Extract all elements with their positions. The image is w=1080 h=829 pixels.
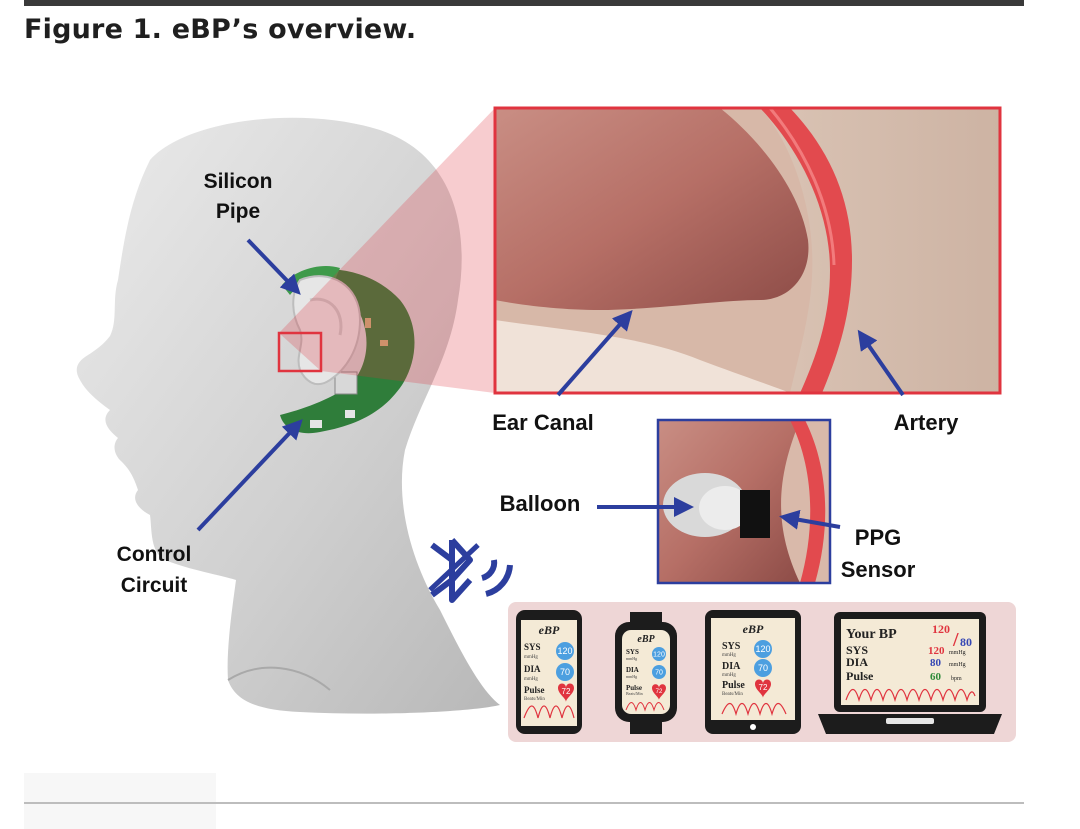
tablet-dia-value: 70 <box>758 663 768 673</box>
balloon-ppg-inset <box>656 418 832 585</box>
artery-label: Artery <box>894 410 960 435</box>
tablet-sys-unit: mmHg <box>722 653 736 658</box>
laptop-device: Your BP 120 / 80 SYS 120 mmHg DIA 80 mmH… <box>818 612 1002 734</box>
zoom-projection <box>279 108 495 393</box>
watch-dia-label: DIA <box>626 666 639 674</box>
silicon-label-line1: Silicon <box>204 170 273 193</box>
laptop-bp-dia: 80 <box>960 635 972 649</box>
phone-dia-badge <box>556 663 574 681</box>
watch-device: eBP SYS mmHg 120 DIA mmHg 70 Pulse Beats… <box>615 612 677 734</box>
phone-pulse-unit: Beats/Min <box>524 697 545 702</box>
silicon-label-line2: Pipe <box>216 200 260 223</box>
balloon-label: Balloon <box>500 491 581 516</box>
control-label-line2: Circuit <box>121 574 188 597</box>
ppg-label-line1: PPG <box>855 525 901 550</box>
ear-canal-highlight <box>277 331 323 373</box>
watch-dia-value: 70 <box>655 670 663 677</box>
phone-dia-unit: mmHg <box>524 677 538 682</box>
laptop-sys-unit: mmHg <box>949 650 966 656</box>
ear-canal-zoom-image <box>493 106 1002 395</box>
watch-sys-value: 120 <box>653 652 665 659</box>
watch-pulse-unit: Beats/Min <box>626 691 643 696</box>
watch-pulse-label: Pulse <box>626 684 642 692</box>
laptop-pulse-label: Pulse <box>846 669 874 683</box>
ear <box>292 275 362 386</box>
tablet-pulse-label: Pulse <box>722 680 745 691</box>
ppg-label-line2: Sensor <box>841 557 916 582</box>
laptop-dia-value: 80 <box>930 657 942 669</box>
tablet-pulse-value: 72 <box>759 683 768 692</box>
laptop-sys-value: 120 <box>928 645 945 657</box>
artery-arrow <box>857 329 905 397</box>
tablet-app-name: eBP <box>743 622 764 636</box>
laptop-pulse-unit: bpm <box>951 676 962 682</box>
watch-sys-label: SYS <box>626 648 639 656</box>
tablet-device: eBP SYS mmHg 120 DIA mmHg 70 Pulse Beats… <box>705 610 801 734</box>
phone-dia-value: 70 <box>560 667 570 677</box>
ppg-sensor-arrow <box>779 509 841 530</box>
phone-dia-label: DIA <box>524 664 541 674</box>
tablet-heart-icon <box>755 679 771 698</box>
tablet-sys-label: SYS <box>722 641 741 652</box>
phone-sys-badge <box>556 642 574 660</box>
tablet-dia-unit: mmHg <box>722 673 736 678</box>
title-rule <box>24 0 1024 6</box>
bluetooth-icon <box>428 537 513 603</box>
phone-sys-value: 120 <box>557 646 572 656</box>
phone-heart-icon <box>558 683 574 702</box>
laptop-pulse-value: 60 <box>930 671 942 683</box>
phone-sys-unit: mmHg <box>524 655 538 660</box>
silicon-pipe-arrow <box>246 238 301 295</box>
tablet-dia-label: DIA <box>722 661 741 672</box>
tablet-sys-value: 120 <box>755 644 770 654</box>
laptop-dia-unit: mmHg <box>949 662 966 668</box>
watch-pulse-value: 72 <box>656 689 663 695</box>
control-circuit-arrow <box>196 419 303 532</box>
bottom-rule <box>24 802 1024 804</box>
watch-sys-unit: mmHg <box>626 656 637 661</box>
watch-dia-unit: mmHg <box>626 674 637 679</box>
laptop-pulse-wave <box>845 688 976 703</box>
tablet-pulse-unit: Beats/Min <box>722 692 743 697</box>
control-label-line1: Control <box>117 543 192 566</box>
watch-heart-icon <box>652 684 666 700</box>
figure-title: Figure 1. eBP’s overview. <box>24 14 417 45</box>
phone-device: eBP SYS mmHg 120 DIA mmHg 70 Pulse Beats… <box>516 610 582 734</box>
phone-sys-label: SYS <box>524 642 541 652</box>
ear-canal-label: Ear Canal <box>492 410 594 435</box>
blank-region <box>24 773 216 829</box>
laptop-bp-sys: 120 <box>932 622 950 636</box>
phone-pulse-wave <box>523 705 575 719</box>
laptop-sys-label: SYS <box>846 643 868 657</box>
phone-pulse-value: 72 <box>562 687 571 696</box>
laptop-dia-label: DIA <box>846 655 868 669</box>
phone-pulse-label: Pulse <box>524 685 545 695</box>
ear-canal-arrow <box>556 309 633 397</box>
watch-app-name: eBP <box>637 634 655 645</box>
phone-app-name: eBP <box>539 623 560 637</box>
laptop-heading: Your BP <box>846 627 897 642</box>
laptop-bp-slash: / <box>952 629 959 651</box>
